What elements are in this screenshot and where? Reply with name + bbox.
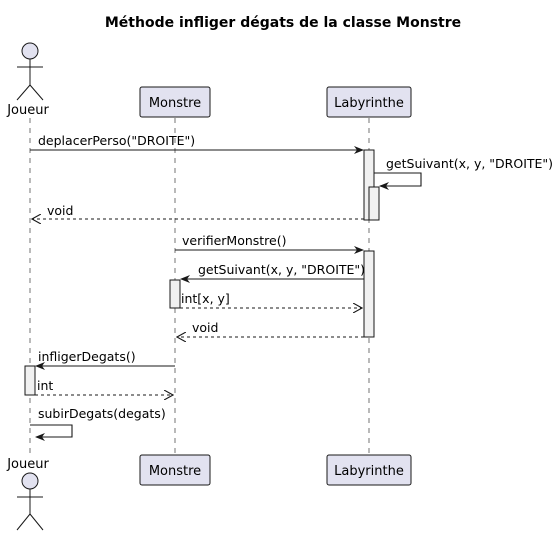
participant-labyrinthe-top: Labyrinthe [326, 86, 412, 118]
actor-joueur-bottom: Joueur [6, 457, 49, 531]
participant-monstre-top: Monstre [139, 86, 211, 118]
actor-joueur-label: Joueur [6, 457, 49, 472]
participant-labyrinthe-label: Labyrinthe [334, 96, 404, 111]
participant-monstre-label: Monstre [149, 96, 201, 111]
participant-labyrinthe-label: Labyrinthe [334, 464, 404, 479]
message-label: deplacerPerso("DROITE") [38, 133, 195, 148]
message-label: void [47, 203, 73, 218]
actor-head-icon [21, 472, 39, 490]
message-label: int[x, y] [181, 291, 230, 306]
actor-head-icon [21, 42, 39, 60]
message-label: getSuivant(x, y, "DROITE") [386, 156, 553, 171]
message-label: verifierMonstre() [182, 233, 286, 248]
activation-monstre [169, 279, 181, 309]
self-message-arrow [30, 424, 73, 441]
participant-monstre-label: Monstre [149, 464, 201, 479]
participant-monstre-bottom: Monstre [139, 454, 211, 486]
message-label: void [192, 320, 218, 335]
message-label: subirDegats(degats) [38, 406, 166, 421]
activation-joueur [24, 365, 36, 396]
message-label: int [37, 378, 53, 393]
activation-labyrinthe-2 [363, 250, 375, 338]
message-label: getSuivant(x, y, "DROITE") [198, 262, 365, 277]
self-message-arrow [374, 172, 422, 190]
actor-joueur-label: Joueur [6, 103, 49, 118]
message-label: infligerDegats() [38, 349, 136, 364]
actor-joueur-top: Joueur [6, 42, 49, 118]
diagram-title: Méthode infliger dégats de la classe Mon… [105, 15, 461, 31]
activation-labyrinthe-nested [368, 186, 380, 221]
participant-labyrinthe-bottom: Labyrinthe [326, 454, 412, 486]
